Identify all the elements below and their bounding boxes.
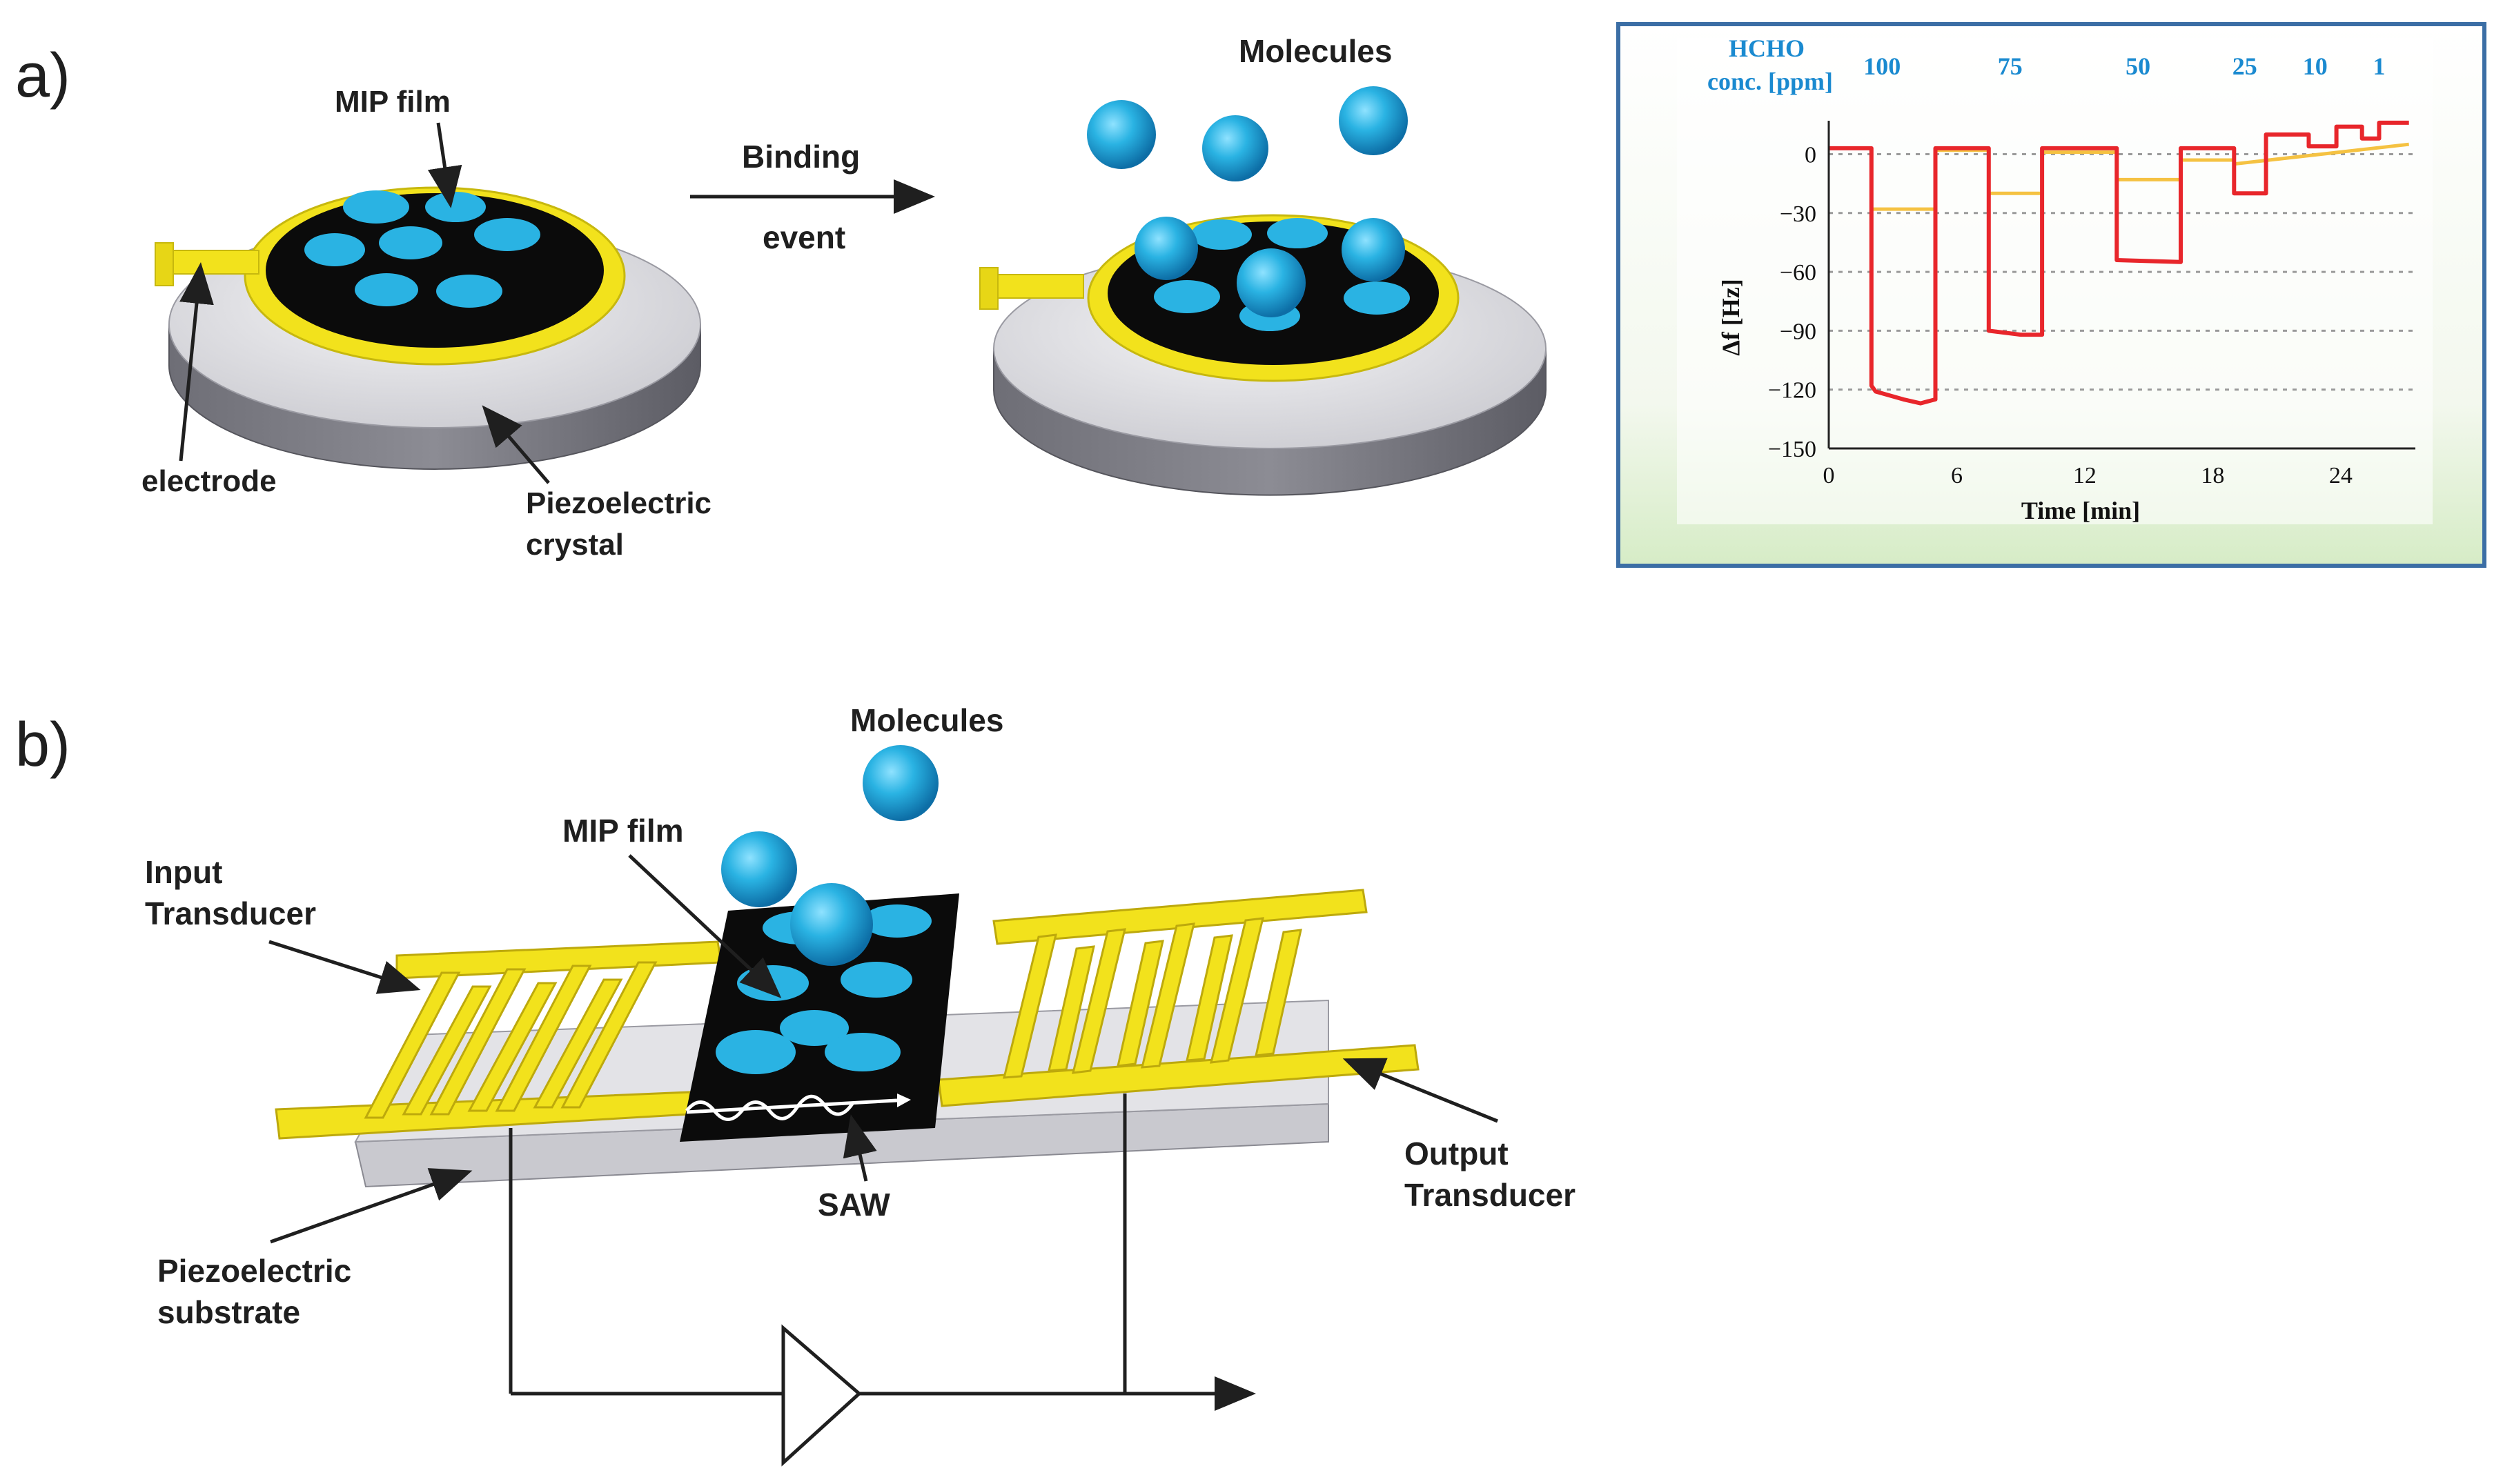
mip-film-label-a: MIP film <box>335 85 451 119</box>
output-transducer-pointer <box>1342 1058 1498 1123</box>
conc-header-line2: conc. [ppm] <box>1707 68 1833 95</box>
oscillator-circuit <box>509 1094 1256 1467</box>
qcm-sensor-before <box>155 186 701 470</box>
concentration-labels: 100 75 50 25 10 1 <box>1863 52 2385 80</box>
concentration-label: 1 <box>2373 52 2385 80</box>
output-transducer-label-line1: Output <box>1404 1136 1509 1171</box>
mip-film-pointer-a <box>427 122 462 208</box>
input-transducer-pointer <box>268 940 421 994</box>
x-tick-label: 12 <box>2073 463 2097 488</box>
concentration-label: 10 <box>2303 52 2328 80</box>
y-tick-label: −30 <box>1780 201 1816 227</box>
crystal-pointer <box>482 405 550 484</box>
qcm-sensor-after <box>979 214 1547 496</box>
crystal-label-line1: Piezoelectric <box>526 486 711 520</box>
substrate-label-line2: substrate <box>157 1294 300 1330</box>
bound-molecules <box>1135 217 1405 317</box>
panel-b-label: b) <box>15 711 70 780</box>
crystal-label-line2: crystal <box>526 528 624 562</box>
chart-series <box>1829 120 2409 406</box>
x-tick-labels: 0 6 12 18 24 <box>1823 463 2353 488</box>
electrode-label: electrode <box>141 464 277 498</box>
output-transducer-label-line2: Transducer <box>1404 1177 1576 1213</box>
chart-gridlines <box>1829 152 2415 391</box>
y-tick-labels: 0 −30 −60 −90 −120 −150 <box>1768 142 1816 462</box>
input-transducer <box>275 940 723 1140</box>
free-molecules-a <box>1087 86 1408 181</box>
mip-film-pointer-b <box>628 854 782 998</box>
molecules-label-b: Molecules <box>850 702 1003 738</box>
y-axis-label: Δf [Hz] <box>1717 279 1745 356</box>
input-transducer-label-line2: Transducer <box>145 896 316 931</box>
concentration-label: 50 <box>2126 52 2150 80</box>
amplifier-symbol <box>781 1324 862 1467</box>
y-tick-label: −90 <box>1780 319 1816 344</box>
y-tick-label: −150 <box>1768 437 1816 462</box>
panel-a-label: a) <box>15 41 70 110</box>
x-tick-label: 6 <box>1951 463 1963 488</box>
imprinted-cavities <box>304 190 540 308</box>
saw-pointer <box>843 1114 877 1182</box>
electrode-tab <box>161 250 259 275</box>
y-tick-label: −60 <box>1780 260 1816 286</box>
x-tick-label: 18 <box>2201 463 2224 488</box>
saw-label: SAW <box>818 1187 890 1223</box>
binding-label: Binding <box>742 139 860 175</box>
y-tick-label: 0 <box>1805 142 1816 168</box>
free-molecules-b <box>721 745 939 907</box>
input-transducer-label-line1: Input <box>145 854 222 890</box>
conc-header-line1: HCHO <box>1729 34 1805 62</box>
substrate-label-line1: Piezoelectric <box>157 1253 351 1289</box>
event-label: event <box>763 219 845 255</box>
molecules-label-a: Molecules <box>1239 33 1392 69</box>
series-line <box>1829 120 2409 406</box>
mip-film-label-b: MIP film <box>562 813 684 849</box>
electrode-pointer <box>179 262 214 462</box>
x-tick-label: 0 <box>1823 463 1835 488</box>
y-tick-label: −120 <box>1768 378 1816 404</box>
frequency-shift-chart: HCHO conc. [ppm] 100 75 50 25 10 1 0 −30 −60 −90… <box>1616 22 2486 568</box>
concentration-label: 25 <box>2232 52 2257 80</box>
x-tick-label: 24 <box>2329 463 2353 488</box>
output-transducer <box>937 889 1420 1107</box>
substrate-pointer <box>270 1168 473 1244</box>
x-axis-label: Time [min] <box>2021 497 2140 524</box>
mip-film-block <box>680 883 959 1142</box>
concentration-label: 100 <box>1863 52 1901 80</box>
concentration-label: 75 <box>1998 52 2023 80</box>
